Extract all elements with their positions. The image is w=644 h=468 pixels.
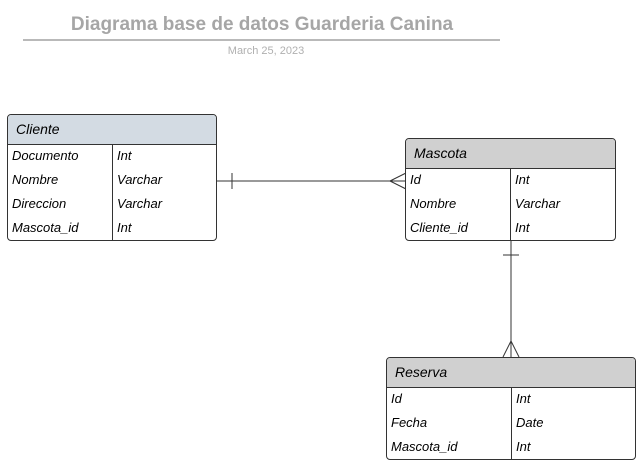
field-type: Int [516,439,531,454]
field-type: Int [515,172,530,187]
field-name: Mascota_id [387,436,512,459]
field-row: Nombre Varchar [8,169,216,193]
relationship-mascota-reserva[interactable] [502,240,520,358]
field-row: Mascota_id Int [8,217,216,240]
field-name: Documento [8,145,113,169]
field-name: Fecha [387,412,512,436]
diagram-title: Diagrama base de datos Guarderia Canina [70,14,454,35]
entity-name: Reserva [395,364,448,380]
field-row: Direccion Varchar [8,193,216,217]
field-type: Int [117,148,132,163]
field-name: Id [387,388,512,412]
crowfoot-left [502,340,512,358]
entity-reserva[interactable]: Reserva Id Int Fecha Date Mascota_id Int [386,357,636,460]
entity-name: Mascota [414,145,467,161]
field-name: Nombre [8,169,113,193]
field-name: Nombre [406,193,511,217]
entity-name: Cliente [16,121,60,137]
crowfoot-right [510,340,520,358]
field-row: Id Int [387,388,635,412]
field-type: Varchar [515,196,561,211]
field-row: Fecha Date [387,412,635,436]
field-row: Id Int [406,169,615,193]
field-type: Date [516,415,544,430]
crowfoot-top [389,172,407,182]
field-type: Varchar [117,172,163,187]
entity-header: Mascota [406,139,615,169]
crowfoot-bottom [389,180,407,190]
relationship-cliente-mascota[interactable] [217,172,407,190]
title-underline [23,39,500,41]
field-row: Nombre Varchar [406,193,615,217]
field-row: Mascota_id Int [387,436,635,459]
entity-mascota[interactable]: Mascota Id Int Nombre Varchar Cliente_id… [405,138,616,241]
field-type: Int [516,391,531,406]
entity-header: Cliente [8,115,216,145]
field-name: Id [406,169,511,193]
diagram-date: March 25, 2023 [227,45,305,57]
field-name: Direccion [8,193,113,217]
field-type: Varchar [117,196,163,211]
field-name: Cliente_id [406,217,511,240]
field-row: Documento Int [8,145,216,169]
entity-cliente[interactable]: Cliente Documento Int Nombre Varchar Dir… [7,114,217,241]
field-type: Int [117,220,132,235]
field-name: Mascota_id [8,217,113,240]
entity-header: Reserva [387,358,635,388]
field-row: Cliente_id Int [406,217,615,240]
field-type: Int [515,220,530,235]
